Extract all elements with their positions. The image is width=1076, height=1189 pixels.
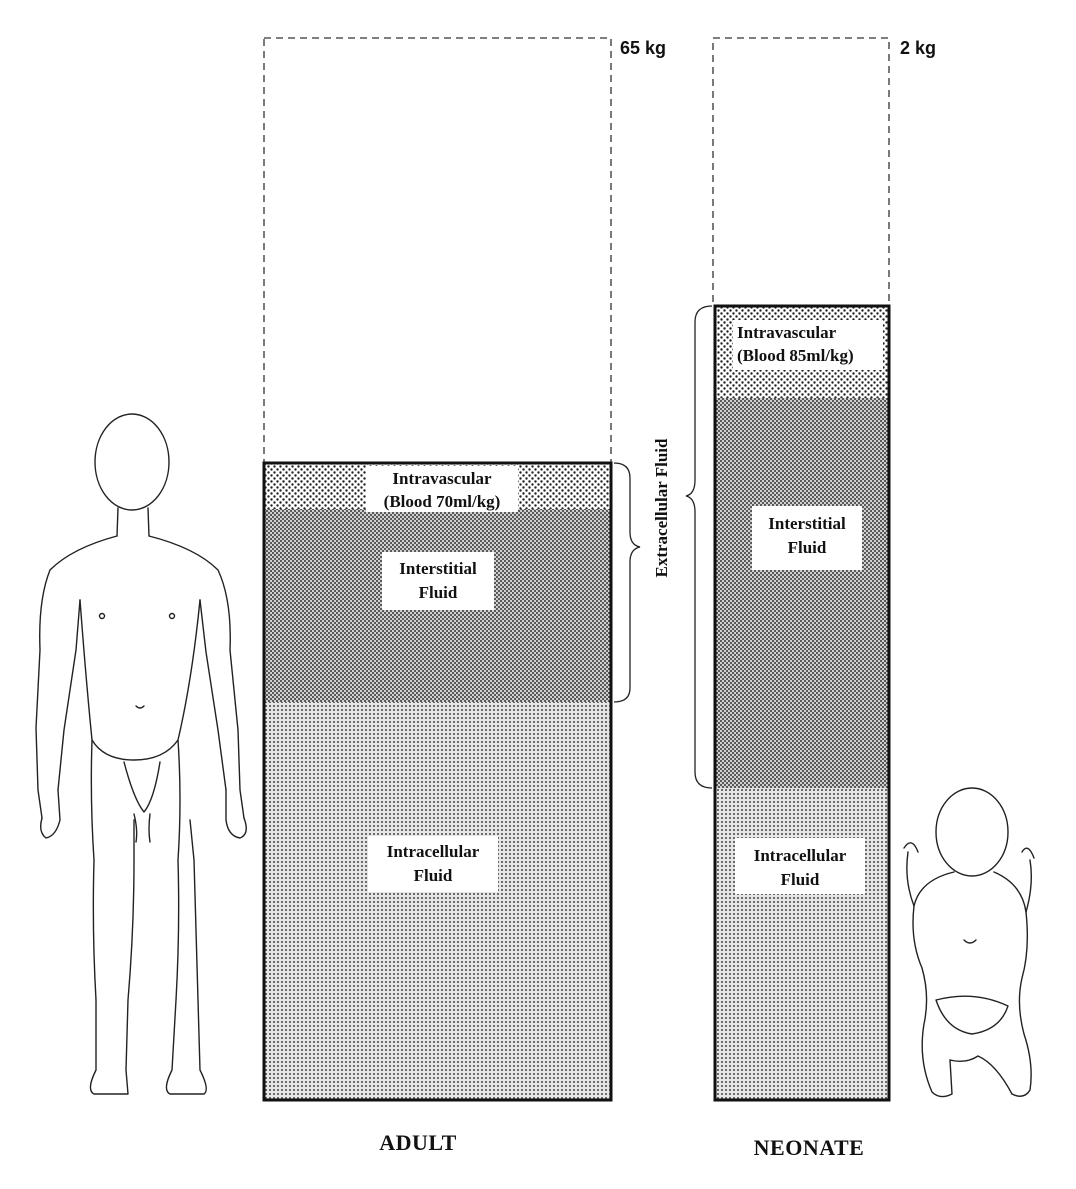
adult-intravascular-label-bg: [366, 466, 518, 512]
adult-interstitial-label: Interstitial: [399, 559, 477, 578]
adult-intracellular-fluid-label: Fluid: [414, 866, 453, 885]
adult-intracellular-label: Intracellular: [387, 842, 480, 861]
neonate-interstitial-label: Interstitial: [768, 514, 846, 533]
adult-interstitial-label-bg: [382, 552, 494, 610]
adult-total-weight-outline: [263, 37, 612, 464]
adult-intravascular-label: Intravascular: [392, 469, 492, 488]
adult-body-water-frame: [262, 461, 613, 1102]
neonate-interstitial-label-bg: [752, 506, 862, 570]
neonate-total-weight-outline: [712, 37, 890, 307]
neonate-intravascular-label: Intravascular: [737, 323, 837, 342]
adult-blood-volume-label: (Blood 70ml/kg): [384, 492, 501, 511]
neonate-intravascular-label-bg: [733, 320, 883, 370]
adult-intracellular-area: [264, 702, 611, 1100]
extracellular-fluid-label: Extracellular Fluid: [652, 438, 671, 578]
neonate-intracellular-label-bg: [735, 838, 865, 894]
neonate-interstitial-area: [715, 398, 889, 788]
neonate-body-water-frame: [713, 304, 891, 1102]
neonate-weight-label: 2 kg: [900, 38, 936, 58]
neonate-blood-volume-label: (Blood 85ml/kg): [737, 346, 854, 365]
neonate-intracellular-label: Intracellular: [754, 846, 847, 865]
neonate-intracellular-fluid-label: Fluid: [781, 870, 820, 889]
neonate-interstitial-fluid-label: Fluid: [788, 538, 827, 557]
adult-figure-icon: [35, 413, 247, 1095]
baby-figure-icon: [903, 787, 1035, 1098]
adult-interstitial-fluid-label: Fluid: [419, 583, 458, 602]
adult-caption: ADULT: [379, 1130, 457, 1155]
adult-weight-label: 65 kg: [620, 38, 666, 58]
adult-intracellular-label-bg: [368, 836, 498, 892]
adult-extracellular-brace: [613, 462, 641, 703]
neonate-extracellular-brace: [685, 305, 713, 789]
neonate-intracellular-area: [715, 788, 889, 1100]
neonate-caption: NEONATE: [754, 1135, 865, 1160]
